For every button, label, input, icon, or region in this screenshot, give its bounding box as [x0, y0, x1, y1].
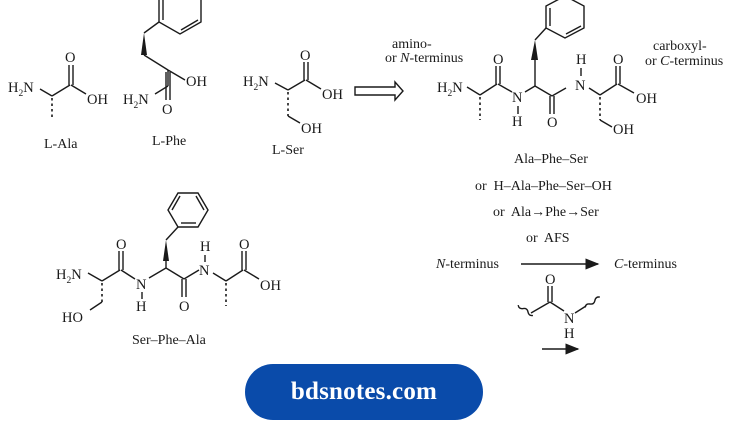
afs-amine: H2N — [437, 80, 463, 99]
phe-hydroxyl: OH — [186, 74, 207, 90]
wavy-bond-left-icon — [517, 304, 534, 317]
watermark-badge[interactable]: bdsnotes.com — [245, 364, 483, 420]
direction-c-terminus: C-terminus — [614, 257, 677, 272]
peptide-bond-h: H — [564, 326, 575, 342]
ser-side-chain-oh: OH — [301, 121, 322, 137]
afs-side-oh: OH — [613, 122, 634, 138]
wavy-bond-right-icon — [584, 296, 600, 308]
spa-name: Ser–Phe–Ala — [132, 333, 207, 348]
afs-alt-name-3: or AFS — [526, 231, 570, 246]
watermark-text: bdsnotes.com — [290, 378, 438, 405]
spa-amine: H2N — [56, 267, 82, 286]
spa-h1: H — [136, 299, 147, 315]
peptide-bond-motif: O N H — [517, 272, 600, 355]
afs-alt-name-2: or Ala→Phe→Ser — [493, 205, 599, 220]
reaction-arrow — [354, 80, 404, 102]
afs-o2: O — [547, 115, 557, 131]
spa-ho: HO — [62, 310, 83, 326]
afs-benzene-ring — [545, 0, 585, 39]
spa-n2: N — [199, 263, 210, 279]
peptide-bond-o: O — [545, 272, 555, 288]
afs-n1: N — [512, 90, 523, 106]
l-ala-structure: H2N O OH L-Ala — [8, 50, 108, 152]
afs-o3: O — [613, 52, 623, 68]
c-terminus-label-1: carboxyl- — [653, 39, 707, 54]
ala-hydroxyl: OH — [87, 92, 108, 108]
ala-amine: H2N — [8, 80, 34, 99]
ala-phe-ser-structure: amino- or N-terminus carboxyl- or C-term… — [385, 0, 723, 272]
ser-label: L-Ser — [272, 143, 304, 158]
spa-o3: O — [239, 237, 249, 253]
phe-amine: H2N — [123, 92, 149, 111]
phe-benzene-ring — [158, 0, 202, 35]
afs-name: Ala–Phe–Ser — [514, 152, 588, 167]
phe-carbonyl-o: O — [162, 102, 172, 118]
n-terminus-label-1: amino- — [392, 37, 432, 52]
c-terminus-label-2: or C-terminus — [645, 54, 723, 69]
afs-o1: O — [493, 52, 503, 68]
ser-phe-ala-structure: H2N HO O N H O H N O OH Ser–Phe–Ala — [56, 192, 281, 348]
spa-benzene-ring — [167, 192, 209, 228]
ser-carbonyl-o: O — [300, 48, 310, 64]
n-terminus-label-2: or N-terminus — [385, 51, 463, 66]
l-phe-structure: H2N O OH L-Phe — [123, 0, 207, 149]
afs-alt-name-1: or H–Ala–Phe–Ser–OH — [475, 179, 612, 194]
spa-o2: O — [179, 299, 189, 315]
spa-h2: H — [200, 239, 211, 255]
phe-label: L-Phe — [152, 134, 186, 149]
spa-oh: OH — [260, 278, 281, 294]
spa-n1: N — [136, 277, 147, 293]
ser-amine: H2N — [243, 74, 269, 93]
direction-n-terminus: N-terminus — [435, 257, 499, 272]
ser-hydroxyl: OH — [322, 87, 343, 103]
spa-o1: O — [116, 237, 126, 253]
ala-carbonyl-o: O — [65, 50, 75, 66]
l-ser-structure: H2N O OH OH L-Ser — [243, 48, 343, 158]
afs-h2: H — [576, 52, 587, 68]
double-arrow-icon — [354, 80, 404, 102]
afs-oh: OH — [636, 91, 657, 107]
afs-h1: H — [512, 114, 523, 130]
peptide-bond-n: N — [564, 311, 575, 327]
ala-label: L-Ala — [44, 137, 78, 152]
afs-n2: N — [575, 78, 586, 94]
